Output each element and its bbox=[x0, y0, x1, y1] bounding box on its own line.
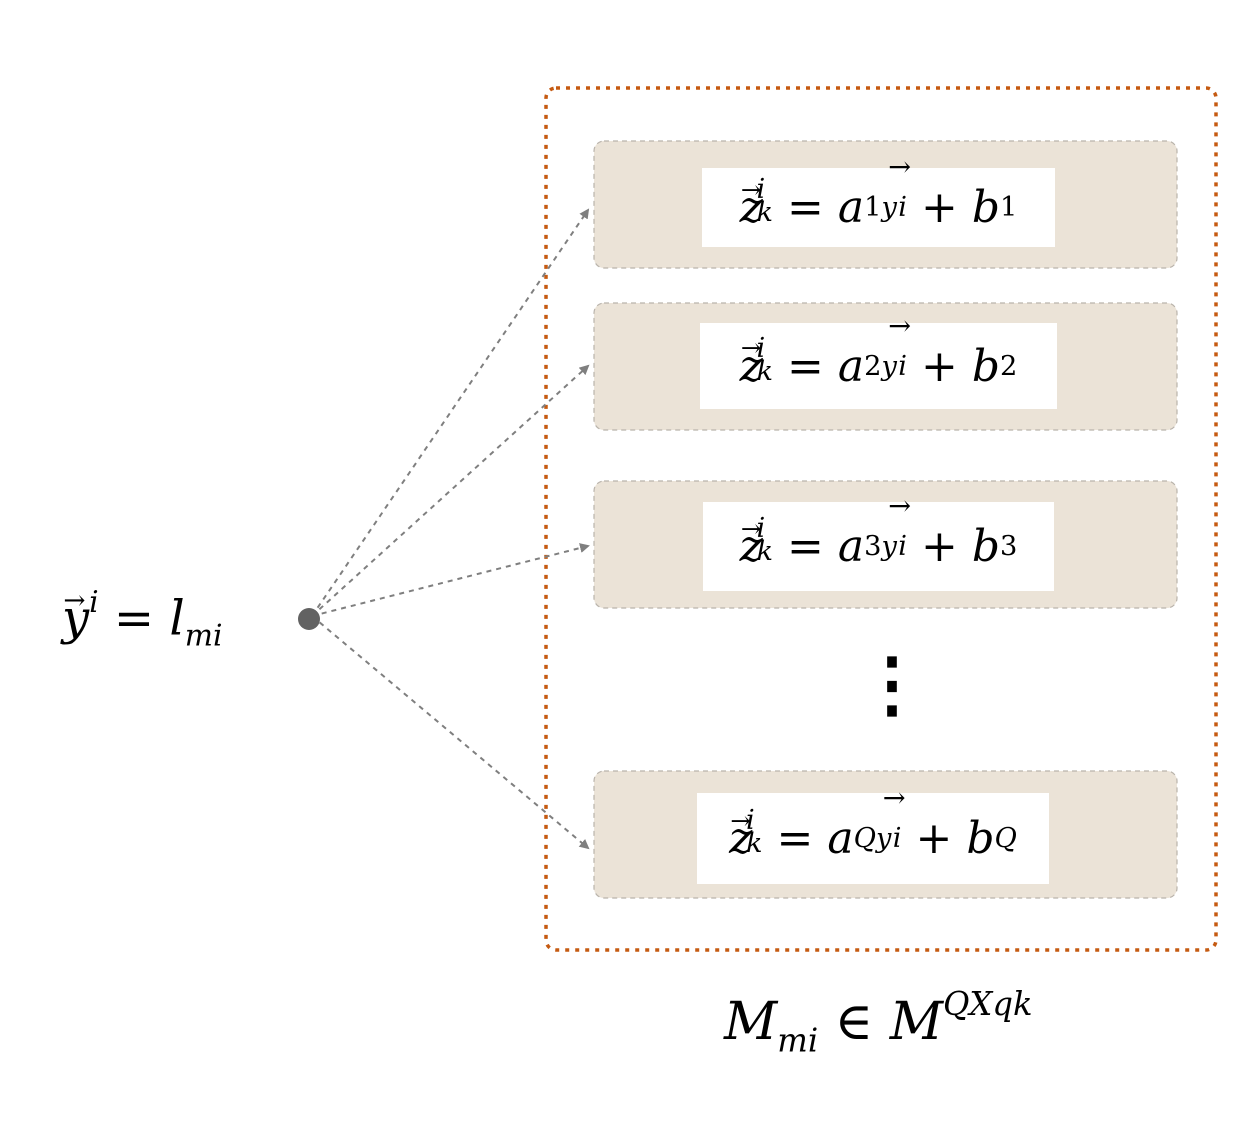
input-label: yi = lmi bbox=[62, 588, 222, 651]
input-rhs-var: l bbox=[169, 590, 185, 647]
eq1-equals: = bbox=[787, 182, 824, 233]
arrow-to-box-4 bbox=[311, 615, 590, 850]
eq4-const-sub: Q bbox=[994, 823, 1017, 854]
input-equals: = bbox=[113, 590, 155, 647]
eq2-vec-var: y bbox=[881, 311, 911, 382]
eq4-plus: + bbox=[915, 813, 953, 864]
eq1-vec-sup: i bbox=[898, 192, 907, 223]
eq2-vec-sup: i bbox=[898, 350, 907, 382]
eq4-equals: = bbox=[776, 813, 814, 864]
eq4-lhs-sup: i bbox=[746, 805, 755, 837]
eq3-lhs-var: z bbox=[740, 515, 763, 572]
input-rhs-sub: mi bbox=[184, 618, 223, 654]
eq1-vec-var: y bbox=[881, 152, 911, 223]
eq1-const-sub: 1 bbox=[1000, 192, 1018, 223]
matrix-sup: QXqk bbox=[942, 985, 1033, 1023]
equation-label-3: zik = a3yi + b3 bbox=[703, 491, 1054, 591]
eq4-lhs-sub: k bbox=[746, 828, 763, 859]
eq3-lhs-sub: k bbox=[756, 536, 774, 567]
eq4-const: b bbox=[966, 813, 995, 864]
matrix-sub: mi bbox=[777, 1021, 819, 1060]
eq1-const: b bbox=[971, 182, 1001, 233]
eq2-const-sub: 2 bbox=[1000, 350, 1018, 382]
eq3-coef: a bbox=[837, 521, 865, 572]
eq3-vec-sup: i bbox=[898, 531, 907, 562]
eq1-plus: + bbox=[920, 182, 958, 233]
arrow-to-box-1 bbox=[311, 208, 590, 617]
eq2-coef: a bbox=[837, 340, 865, 392]
eq1-lhs-sub: k bbox=[756, 197, 774, 228]
matrix-rel: ∈ bbox=[834, 992, 874, 1053]
eq3-plus: + bbox=[920, 521, 958, 572]
eq3-vec-var: y bbox=[881, 491, 911, 562]
eq3-const: b bbox=[971, 521, 1001, 572]
eq4-vec-sup: i bbox=[892, 823, 902, 854]
eq3-equals: = bbox=[787, 521, 824, 572]
vertical-ellipsis: ⋮ bbox=[856, 641, 928, 726]
eq1-coef-sub: 1 bbox=[864, 192, 882, 223]
eq2-lhs-var: z bbox=[740, 334, 763, 391]
input-node bbox=[298, 608, 320, 630]
eq3-lhs-sup: i bbox=[756, 513, 766, 545]
eq4-coef: a bbox=[827, 813, 854, 864]
matrix-var: M bbox=[724, 992, 778, 1053]
eq1-coef: a bbox=[837, 182, 865, 233]
eq4-vec-var: y bbox=[876, 783, 906, 854]
eq2-const: b bbox=[971, 340, 1001, 392]
equation-label-1: zik = a1yi + b1 bbox=[702, 152, 1055, 247]
matrix-space: M bbox=[889, 992, 943, 1053]
equation-label-2: zik = a2yi + b2 bbox=[700, 311, 1057, 409]
eq2-lhs-sub: k bbox=[756, 355, 774, 387]
arrow-to-box-2 bbox=[311, 364, 590, 617]
equation-label-4: zik = aQyi + bQ bbox=[697, 783, 1049, 884]
input-vector-sup: i bbox=[89, 585, 99, 620]
matrix-label: Mmi ∈ MQXqk bbox=[724, 988, 1033, 1057]
eq2-coef-sub: 2 bbox=[864, 350, 882, 382]
eq2-plus: + bbox=[920, 340, 958, 392]
eq2-lhs-sup: i bbox=[756, 332, 766, 364]
eq1-lhs-var: z bbox=[740, 176, 763, 233]
eq4-coef-sub: Q bbox=[853, 823, 876, 854]
eq4-lhs-var: z bbox=[729, 807, 752, 864]
input-vector-var: y bbox=[62, 588, 89, 643]
eq1-lhs-sup: i bbox=[756, 174, 766, 206]
arrow-to-box-3 bbox=[311, 543, 590, 617]
eq3-const-sub: 3 bbox=[1000, 531, 1018, 562]
eq3-coef-sub: 3 bbox=[864, 531, 882, 562]
eq2-equals: = bbox=[787, 340, 824, 392]
